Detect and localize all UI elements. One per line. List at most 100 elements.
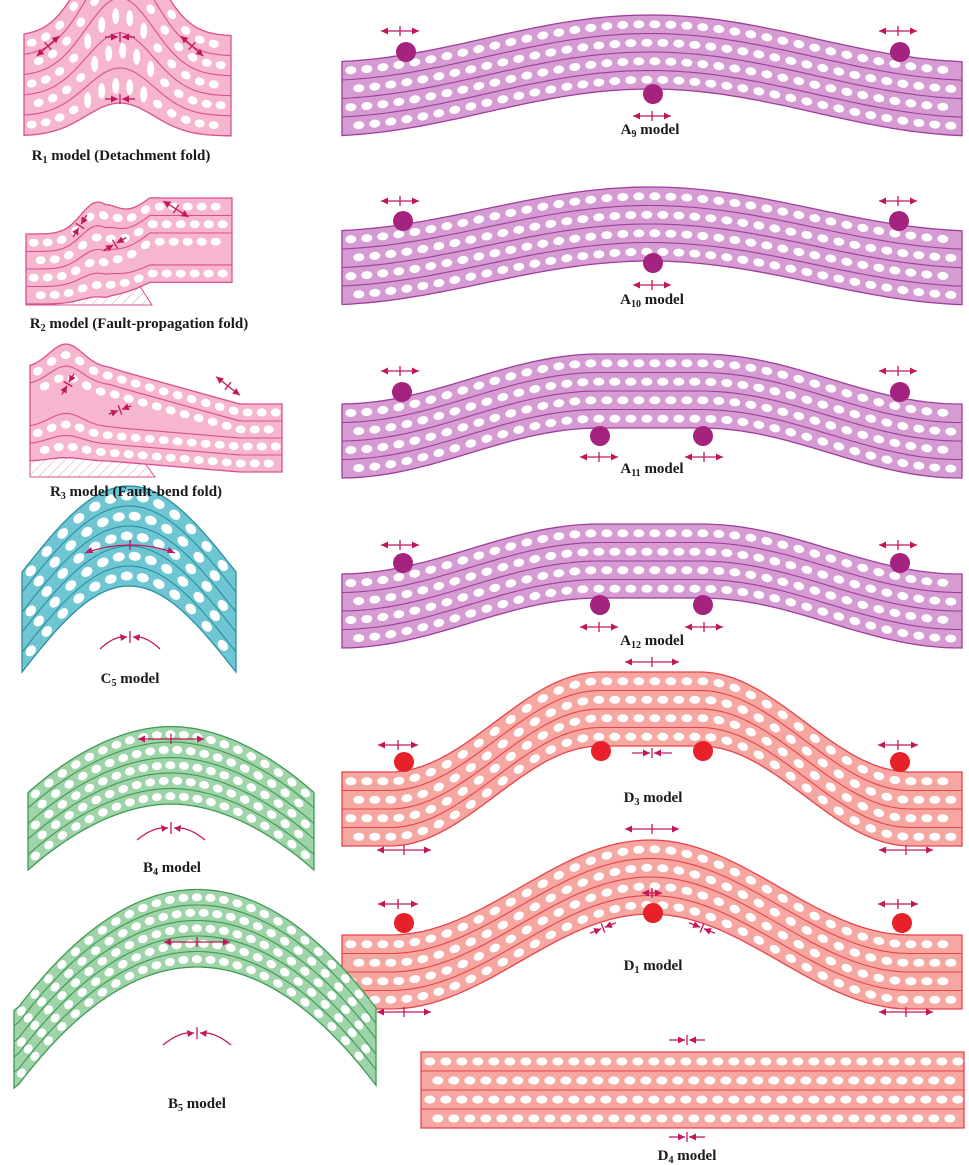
layer-boundary	[26, 264, 232, 288]
hinge-dot-icon	[643, 253, 663, 273]
model-label-a11: A11 model	[620, 461, 683, 479]
compression-arrows-icon	[105, 94, 135, 104]
fold-strata	[25, 197, 233, 305]
compression-arrows-icon	[72, 214, 88, 238]
fold-strata	[341, 353, 963, 479]
layer-boundary	[341, 223, 963, 269]
hinge-dot-icon	[392, 382, 412, 402]
extension-arrows-icon	[377, 1007, 431, 1017]
model-label-a10: A10 model	[620, 292, 684, 310]
extension-arrows-icon	[215, 376, 241, 396]
hinge-dot-icon	[394, 913, 414, 933]
layer-boundary	[21, 505, 237, 593]
extension-arrows-icon	[377, 845, 431, 855]
a11-fold	[341, 353, 963, 479]
a10-fold	[341, 186, 963, 306]
layer-boundary	[341, 560, 963, 612]
pore-ellipses	[345, 845, 957, 1004]
compression-arrows-icon	[99, 631, 161, 650]
layer-boundary	[29, 434, 282, 456]
hinge-dot-icon	[890, 382, 910, 402]
fold-strata	[13, 888, 377, 1090]
fold-strata	[23, 0, 232, 137]
hinge-dot-icon	[393, 211, 413, 231]
extension-arrows-icon	[685, 622, 723, 632]
layer-boundary	[29, 365, 282, 422]
hinge-dot-icon	[892, 913, 912, 933]
pore-ellipses	[345, 359, 957, 473]
hinge-dot-icon	[889, 211, 909, 231]
r1-fold	[23, 0, 232, 137]
r2-fold	[25, 197, 233, 305]
extension-arrows-icon	[625, 657, 679, 667]
hinge-dot-icon	[591, 741, 611, 761]
layer-boundary	[342, 857, 962, 955]
hinge-dot-icon	[693, 595, 713, 615]
extension-arrows-icon	[580, 622, 618, 632]
layer-boundary	[13, 904, 377, 1027]
hinge-dot-icon	[396, 42, 416, 62]
compression-arrows-icon	[589, 921, 617, 935]
layer-boundary	[341, 541, 963, 594]
hinge-dot-icon	[643, 84, 663, 104]
hinge-dot-icon	[890, 42, 910, 62]
hinge-dot-icon	[590, 595, 610, 615]
model-label-b4: B4 model	[143, 860, 201, 878]
layer-boundary	[341, 578, 963, 631]
model-label-d4: D4 model	[658, 1148, 717, 1165]
extension-arrows-icon	[381, 196, 419, 206]
d3-fold	[341, 671, 963, 847]
hinge-dot-icon	[890, 553, 910, 573]
compression-arrows-icon	[103, 236, 127, 252]
b5-fold	[13, 888, 377, 1090]
extension-arrows-icon	[580, 452, 618, 462]
pore-ellipses	[17, 893, 371, 1078]
extension-arrows-icon	[879, 540, 917, 550]
layer-boundary	[27, 787, 315, 855]
layer-boundary	[342, 689, 962, 792]
layer-boundary	[29, 412, 282, 439]
pore-ellipses	[30, 730, 311, 861]
extension-arrows-icon	[378, 740, 418, 750]
extension-arrows-icon	[879, 1007, 933, 1017]
extension-arrows-icon	[381, 540, 419, 550]
c5-fold	[21, 485, 237, 674]
extension-arrows-icon	[633, 111, 671, 121]
extension-arrows-icon	[879, 845, 933, 855]
a12-fold	[341, 523, 963, 649]
layer-boundary	[341, 408, 963, 461]
layer-boundary	[23, 0, 232, 77]
d1-fold	[341, 839, 963, 1010]
extension-arrows-icon	[36, 35, 60, 57]
extension-arrows-icon	[381, 366, 419, 376]
compression-arrows-icon	[688, 921, 716, 935]
layer-boundary	[27, 756, 315, 824]
model-label-r1: R1 model (Detachment fold)	[32, 148, 211, 166]
pore-ellipses	[424, 1057, 964, 1123]
model-label-r3: R3 model (Fault-bend fold)	[50, 484, 222, 502]
layer-boundary	[13, 950, 377, 1073]
fold-strata	[341, 523, 963, 649]
compression-arrows-icon	[162, 1027, 232, 1046]
compression-arrows-icon	[60, 373, 76, 395]
hinge-dot-icon	[393, 553, 413, 573]
layer-boundary	[21, 565, 237, 653]
layer-boundary	[26, 214, 232, 253]
fold-strata	[341, 671, 963, 847]
hinge-dot-icon	[693, 741, 713, 761]
extension-arrows-icon	[879, 26, 917, 36]
layer-boundary	[341, 69, 963, 118]
model-label-c5: C5 model	[101, 671, 160, 689]
model-label-a12: A12 model	[620, 633, 684, 651]
extension-arrows-icon	[138, 734, 204, 744]
layer-boundary	[341, 241, 963, 287]
extension-arrows-icon	[879, 196, 917, 206]
pore-ellipses	[32, 351, 281, 468]
model-label-b5: B5 model	[168, 1096, 226, 1114]
layer-boundary	[341, 390, 963, 442]
layer-boundary	[341, 51, 963, 100]
r3-fold	[29, 343, 283, 473]
extension-arrows-icon	[633, 280, 671, 290]
hinge-dot-icon	[590, 426, 610, 446]
pore-ellipses	[26, 0, 226, 130]
